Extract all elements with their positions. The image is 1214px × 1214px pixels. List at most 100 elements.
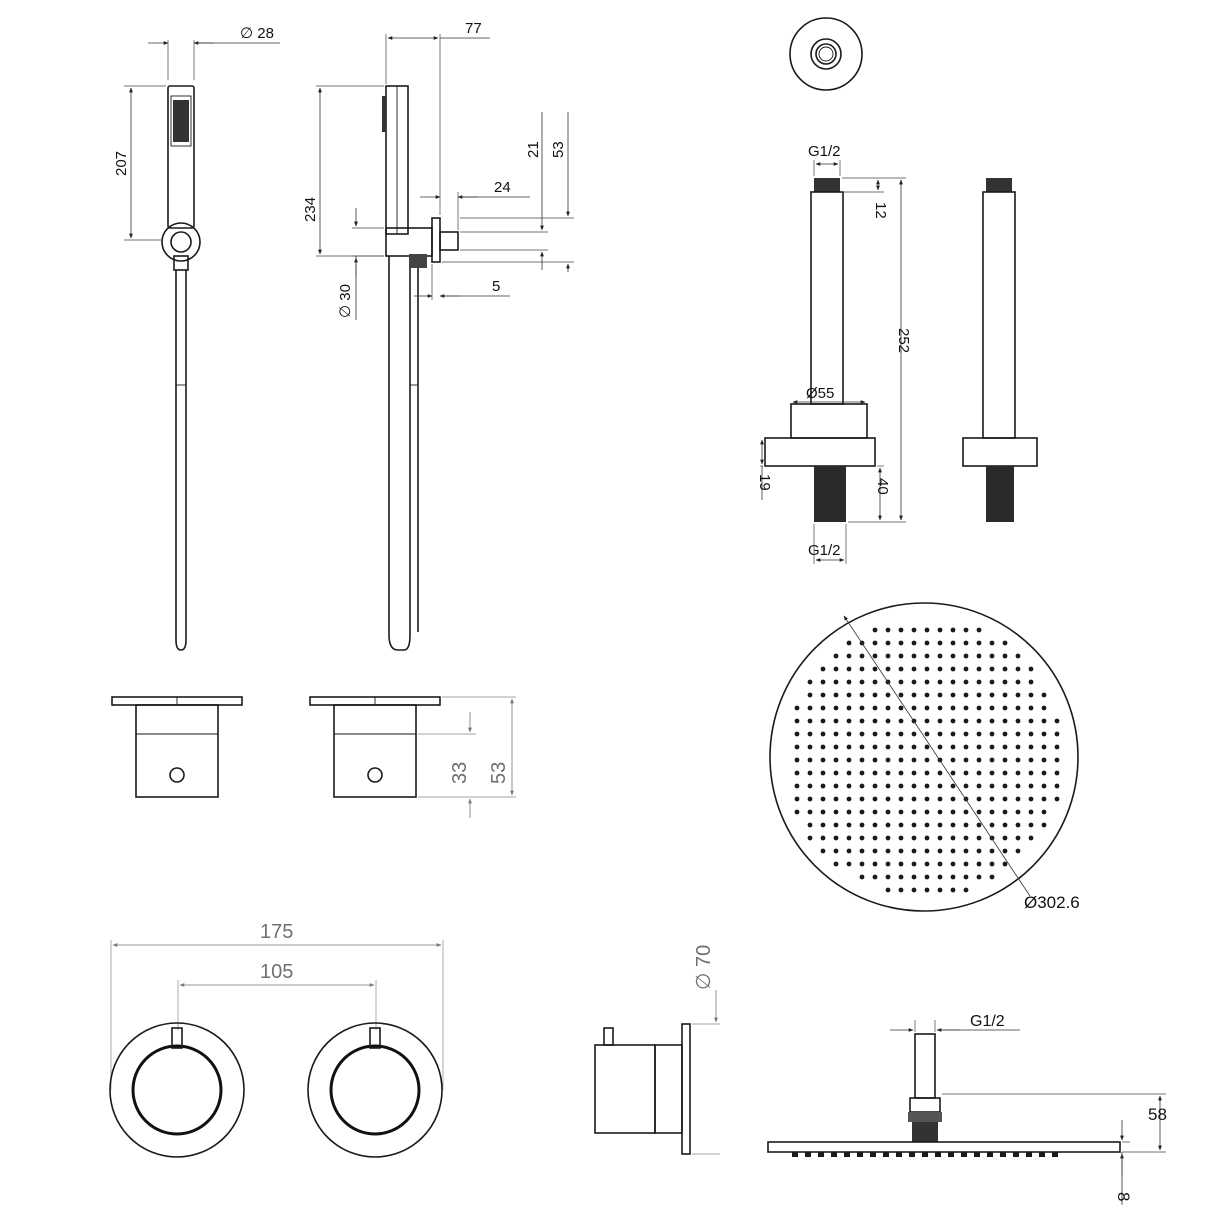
nozzle [833, 796, 839, 802]
nozzle [1015, 822, 1021, 828]
nozzle [1002, 822, 1008, 828]
nozzle [859, 848, 865, 854]
nozzle [950, 770, 956, 776]
nozzle [963, 627, 969, 633]
nozzle [898, 783, 904, 789]
valve-front-2 [307, 1022, 443, 1158]
nozzle [859, 796, 865, 802]
nozzle [872, 848, 878, 854]
nozzle [937, 783, 943, 789]
valve-side-views: 33 53 [111, 696, 516, 818]
nozzle [846, 809, 852, 815]
nozzle [846, 705, 852, 711]
nozzle [859, 822, 865, 828]
dim-plate-depth: 5 [492, 278, 500, 295]
nozzle [1002, 835, 1008, 841]
nozzle [924, 887, 930, 893]
nozzle [937, 627, 943, 633]
nozzle [898, 848, 904, 854]
nozzle [833, 822, 839, 828]
nozzle [859, 718, 865, 724]
nozzle [833, 757, 839, 763]
nozzle [924, 783, 930, 789]
nozzle [950, 692, 956, 698]
nozzle [885, 861, 891, 867]
nozzle [833, 666, 839, 672]
nozzle [807, 718, 813, 724]
nozzle [807, 744, 813, 750]
nozzle [950, 887, 956, 893]
nozzle [1002, 809, 1008, 815]
dim-flange-diameter: Ø55 [806, 385, 834, 402]
nozzle [1041, 796, 1047, 802]
nozzle [950, 627, 956, 633]
nozzle [1015, 835, 1021, 841]
nozzle [950, 835, 956, 841]
nozzle [963, 653, 969, 659]
dim-handle-length: 207 [113, 151, 130, 176]
nozzle [950, 874, 956, 880]
nozzle [976, 770, 982, 776]
side-nozzle [883, 1152, 889, 1157]
hand-shower-side-view: 77 234 ∅ 30 24 5 21 53 [302, 20, 574, 651]
nozzle [989, 783, 995, 789]
nozzle [885, 822, 891, 828]
dim-outlet-height-b: 53 [550, 141, 567, 158]
nozzle [924, 705, 930, 711]
nozzle [976, 705, 982, 711]
nozzle [1054, 731, 1060, 737]
nozzle [976, 653, 982, 659]
nozzle [911, 796, 917, 802]
nozzle [1002, 757, 1008, 763]
dim-handle-diameter: ∅ 28 [240, 25, 274, 42]
nozzle [976, 861, 982, 867]
nozzle [859, 744, 865, 750]
nozzle [937, 848, 943, 854]
nozzle [963, 861, 969, 867]
nozzle [989, 666, 995, 672]
dim-outlet-depth: 24 [494, 179, 511, 196]
nozzle [820, 705, 826, 711]
nozzle [846, 666, 852, 672]
nozzle [976, 822, 982, 828]
nozzle [898, 757, 904, 763]
nozzle [898, 887, 904, 893]
nozzle [989, 861, 995, 867]
nozzle [1054, 770, 1060, 776]
nozzle [911, 770, 917, 776]
nozzle [1028, 757, 1034, 763]
nozzle [911, 679, 917, 685]
nozzle [976, 757, 982, 763]
side-nozzle [1000, 1152, 1006, 1157]
nozzle [1015, 653, 1021, 659]
side-nozzle [805, 1152, 811, 1157]
nozzle [911, 874, 917, 880]
dim-outlet-height-a: 21 [525, 141, 542, 158]
nozzle [1028, 692, 1034, 698]
side-nozzle [1052, 1152, 1058, 1157]
nozzle [937, 705, 943, 711]
side-nozzle [935, 1152, 941, 1157]
nozzle [989, 770, 995, 776]
nozzle [794, 770, 800, 776]
nozzle [1028, 796, 1034, 802]
nozzle [937, 718, 943, 724]
nozzle [807, 757, 813, 763]
side-nozzle [857, 1152, 863, 1157]
nozzle [1002, 718, 1008, 724]
nozzle [872, 731, 878, 737]
nozzle [924, 653, 930, 659]
nozzle [976, 627, 982, 633]
nozzle [911, 887, 917, 893]
nozzle [989, 679, 995, 685]
nozzle [859, 666, 865, 672]
nozzle [950, 679, 956, 685]
nozzle [872, 640, 878, 646]
nozzle [807, 705, 813, 711]
nozzle [950, 744, 956, 750]
nozzle [820, 744, 826, 750]
dim-arm-length: 252 [895, 328, 912, 353]
nozzle [885, 731, 891, 737]
nozzle [1002, 705, 1008, 711]
